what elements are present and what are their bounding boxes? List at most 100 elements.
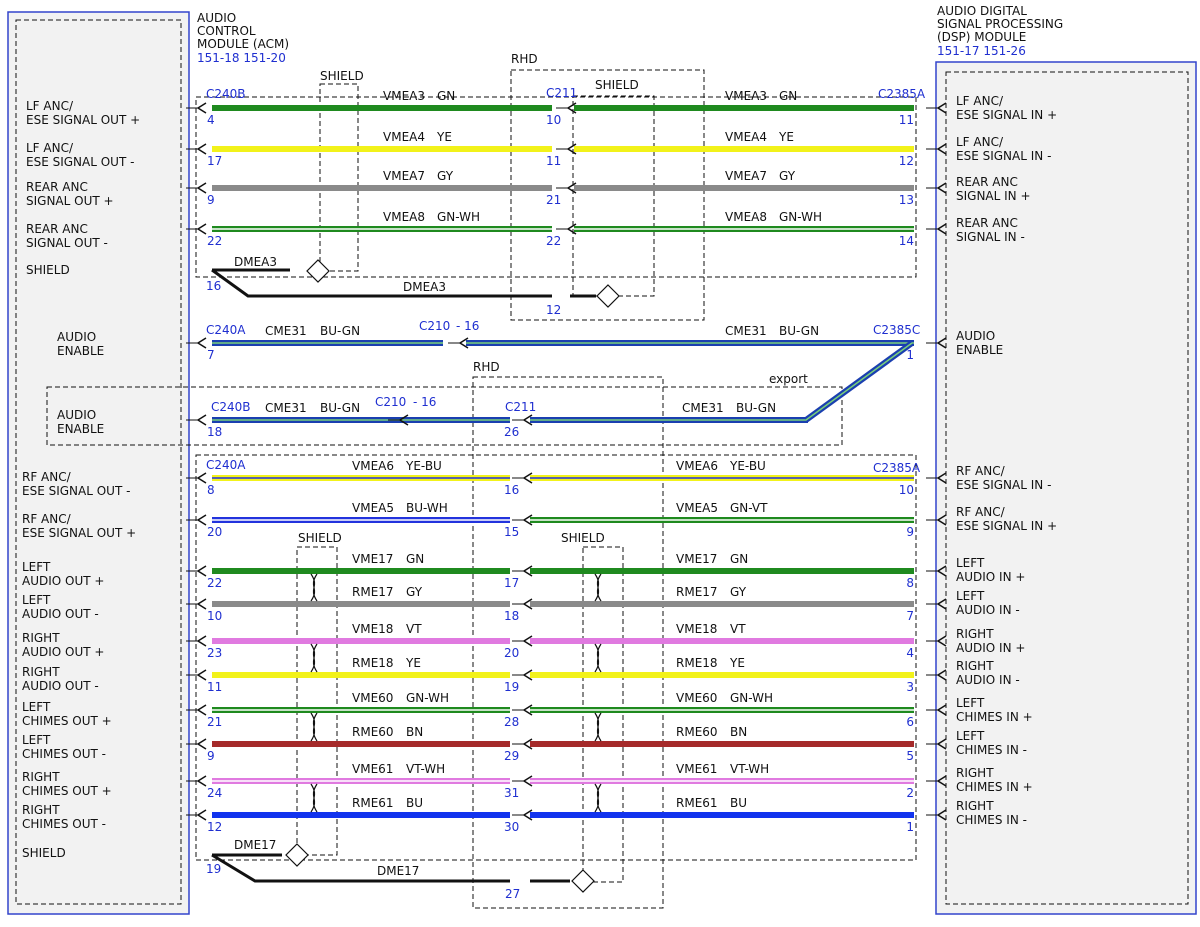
rlabel-right-chimes-minus-2: CHIMES IN - <box>956 813 1027 827</box>
circuit-rme18-right: RME18 <box>676 656 718 670</box>
connector-c211-export: C211 <box>505 400 536 414</box>
color-rme17-right: GY <box>730 585 747 599</box>
pin-vme61-mid: 31 <box>504 786 519 800</box>
circuit-vmea3-right: VMEA3 <box>725 89 767 103</box>
label-left-chimes-minus-2: CHIMES OUT - <box>22 747 106 761</box>
dsp-module-box <box>935 61 1197 915</box>
label-audio-enable-export-2: ENABLE <box>57 422 104 436</box>
pin-vme17-dsp: 8 <box>906 576 914 590</box>
pin-rme61-dsp: 1 <box>906 820 914 834</box>
color-vmea5-right: GN-VT <box>730 501 768 515</box>
pin-vmea8-mid: 22 <box>546 234 561 248</box>
label-right-audio-minus-2: AUDIO OUT - <box>22 679 99 693</box>
circuit-vme61-right: VME61 <box>676 762 717 776</box>
circuit-vmea4-right: VMEA4 <box>725 130 767 144</box>
connector-c210-mid: C210 <box>419 319 450 333</box>
shield-drain-diamond-3 <box>285 843 309 867</box>
arrow-vmea3-acm <box>196 102 207 114</box>
circuit-vmea7-left: VMEA7 <box>383 169 425 183</box>
acm-title-line-3: MODULE (ACM) <box>197 37 289 51</box>
connector-c210-export: C210 <box>375 395 406 409</box>
shield-label-4: SHIELD <box>561 531 605 545</box>
color-vmea6-right: YE-BU <box>729 459 766 473</box>
pin-rme60-dsp: 5 <box>906 749 914 763</box>
rlabel-audio-enable-2: ENABLE <box>956 343 1003 357</box>
pin-rme61-acm: 12 <box>207 820 222 834</box>
pin-vmea4-mid: 11 <box>546 154 561 168</box>
connector-c210-pin-export: - 16 <box>413 395 436 409</box>
pin-vmea5-mid: 15 <box>504 525 519 539</box>
circuit-cme31a-right: CME31 <box>725 324 767 338</box>
circuit-vmea4-left: VMEA4 <box>383 130 425 144</box>
color-cme31a-left: BU-GN <box>320 324 360 338</box>
color-vmea5-left: BU-WH <box>406 501 448 515</box>
rhd-box-1 <box>510 69 705 321</box>
circuit-rme17-right: RME17 <box>676 585 718 599</box>
arrow-vmea5-acm <box>196 514 207 526</box>
label-right-chimes-plus-2: CHIMES OUT + <box>22 784 112 798</box>
connector-c211-top: C211 <box>546 86 577 100</box>
circuit-vme61-left: VME61 <box>352 762 393 776</box>
twist-marker-0-1 <box>594 573 602 602</box>
color-vmea7-left: GY <box>437 169 454 183</box>
rlabel-left-chimes-minus-2: CHIMES IN - <box>956 743 1027 757</box>
circuit-vmea8-left: VMEA8 <box>383 210 425 224</box>
label-lf-out-minus-1: LF ANC/ <box>26 141 74 155</box>
label-left-audio-minus-1: LEFT <box>22 593 51 607</box>
pin-vmea5-acm: 20 <box>207 525 222 539</box>
dme17-mid-label: DME17 <box>377 864 419 878</box>
pin-rme18-acm: 11 <box>207 680 222 694</box>
pin-vme60-mid: 28 <box>504 715 519 729</box>
shield-label-2: SHIELD <box>595 78 639 92</box>
pin-vmea5-dsp: 9 <box>906 525 914 539</box>
export-label: export <box>769 372 808 386</box>
pin-vmea8-dsp: 14 <box>899 234 914 248</box>
color-vmea4-right: YE <box>778 130 794 144</box>
rlabel-lf-in-plus-1: LF ANC/ <box>956 94 1004 108</box>
shield-box-1 <box>319 83 359 272</box>
arrow-vmea8-acm <box>196 223 207 235</box>
pin-vme18-acm: 23 <box>207 646 222 660</box>
color-cme31b-right: BU-GN <box>736 401 776 415</box>
pin-vme18-dsp: 4 <box>906 646 914 660</box>
shield-label-3: SHIELD <box>298 531 342 545</box>
circuit-vme17-right: VME17 <box>676 552 717 566</box>
label-rear-out-minus-2: SIGNAL OUT - <box>26 236 108 250</box>
arrow-vmea4-acm <box>196 143 207 155</box>
label-left-chimes-plus-2: CHIMES OUT + <box>22 714 112 728</box>
twisted-pair-markers <box>310 573 602 813</box>
circuit-vmea6-right: VMEA6 <box>676 459 718 473</box>
pin-vmea4-acm: 17 <box>207 154 222 168</box>
acm-module-box <box>7 11 190 915</box>
label-rf-out-plus-1: RF ANC/ <box>22 512 72 526</box>
pin-vmea7-mid: 21 <box>546 193 561 207</box>
arrow-vmea7-acm <box>196 182 207 194</box>
rlabel-rear-in-plus-2: SIGNAL IN + <box>956 189 1031 203</box>
circuit-rme18-left: RME18 <box>352 656 394 670</box>
acm-refs: 151-18 151-20 <box>197 51 286 65</box>
rlabel-rear-in-minus-1: REAR ANC <box>956 216 1018 230</box>
rlabel-right-chimes-minus-1: RIGHT <box>956 799 994 813</box>
rhd-label-1: RHD <box>511 52 538 66</box>
circuit-cme31b-left: CME31 <box>265 401 307 415</box>
arrow-rme18-acm <box>196 669 207 681</box>
label-left-chimes-plus-1: LEFT <box>22 700 51 714</box>
label-left-audio-plus-2: AUDIO OUT + <box>22 574 104 588</box>
rlabel-left-chimes-minus-1: LEFT <box>956 729 985 743</box>
pin-cme31b-acm: 18 <box>207 425 222 439</box>
dsp-title-line-3: (DSP) MODULE <box>937 30 1026 44</box>
circuit-rme61-left: RME61 <box>352 796 394 810</box>
circuit-vme18-left: VME18 <box>352 622 393 636</box>
label-audio-enable-2: ENABLE <box>57 344 104 358</box>
color-vme18-right: VT <box>730 622 746 636</box>
connector-c240b-top: C240B <box>206 87 246 101</box>
acm-title-line-2: CONTROL <box>197 24 256 38</box>
rlabel-left-audio-minus-2: AUDIO IN - <box>956 603 1020 617</box>
color-rme18-right: YE <box>729 656 745 670</box>
label-left-audio-minus-2: AUDIO OUT - <box>22 607 99 621</box>
label-shield-1: SHIELD <box>26 263 70 277</box>
label-rf-out-minus-2: ESE SIGNAL OUT - <box>22 484 130 498</box>
shield-box-3 <box>296 546 338 856</box>
rlabel-rf-in-plus-2: ESE SIGNAL IN + <box>956 519 1057 533</box>
